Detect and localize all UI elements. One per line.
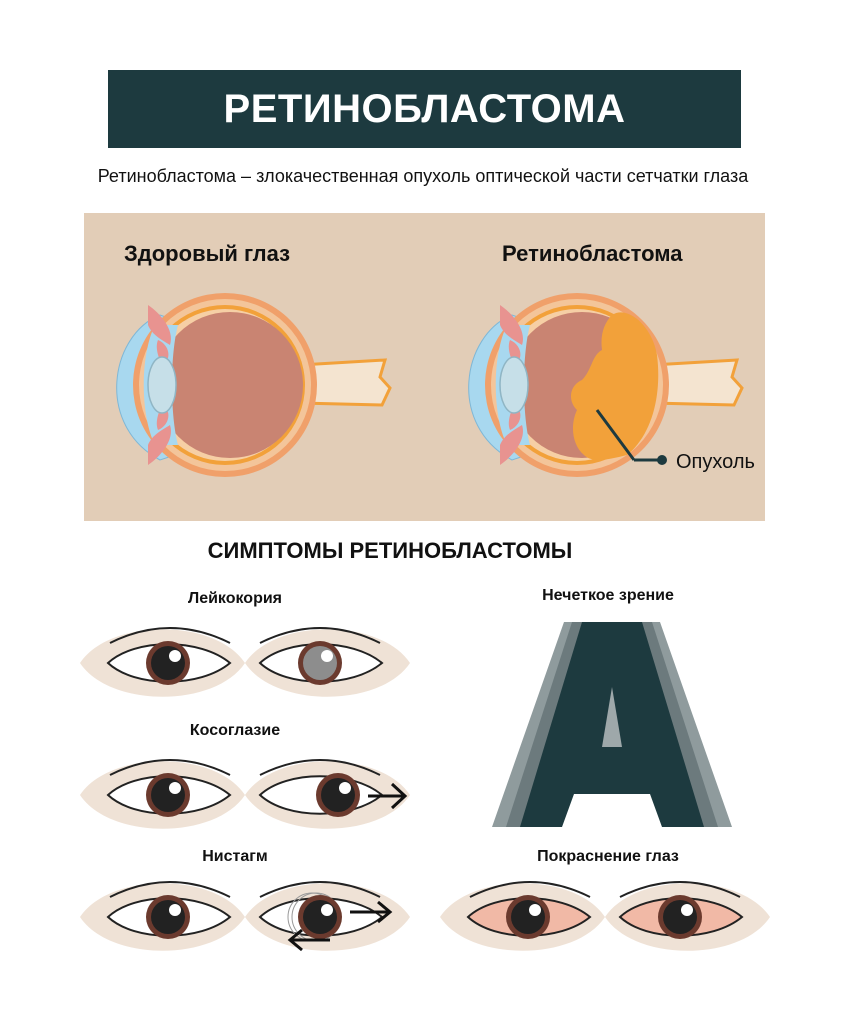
leukocoria-eyes: [80, 627, 410, 697]
tumor-pointer-dot: [657, 455, 667, 465]
red-eyes-label: Покраснение глаз: [537, 848, 679, 865]
blurred-vision-label: Нечеткое зрение: [542, 587, 674, 604]
right-arrow-icon: [350, 900, 393, 924]
leukocoria-label: Лейкокория: [187, 590, 283, 607]
page-title: РЕТИНОБЛАСТОМА: [223, 86, 626, 131]
nystagmus-label: Нистагм: [202, 848, 268, 865]
definition-text: Ретинобластома – злокачественная опухоль…: [97, 166, 749, 186]
right-arrow-icon: [368, 782, 408, 810]
retinoblastoma-eye-label: Ретинобластома: [502, 241, 683, 266]
lens: [147, 356, 177, 414]
tumor-label: Опухоль: [676, 451, 755, 473]
tumor-mass: [570, 312, 659, 460]
left-arrow-icon: [287, 928, 330, 952]
nystagmus-eyes: [80, 881, 410, 952]
vitreous-body: [157, 312, 303, 458]
red-eyes: [440, 881, 770, 951]
strabismus-label: Косоглазие: [189, 722, 281, 739]
strabismus-eyes: [80, 759, 410, 829]
blurred-letter-a-icon: [492, 622, 732, 827]
tumor-pointer-line: [595, 409, 636, 461]
healthy-eye-diagram: [116, 293, 392, 477]
healthy-eye-label: Здоровый глаз: [124, 241, 291, 266]
symptoms-heading: СИМПТОМЫ РЕТИНОБЛАСТОМЫ: [207, 538, 573, 563]
title-banner: РЕТИНОБЛАСТОМА: [108, 70, 741, 148]
retinoblastoma-eye-diagram: [468, 293, 744, 477]
